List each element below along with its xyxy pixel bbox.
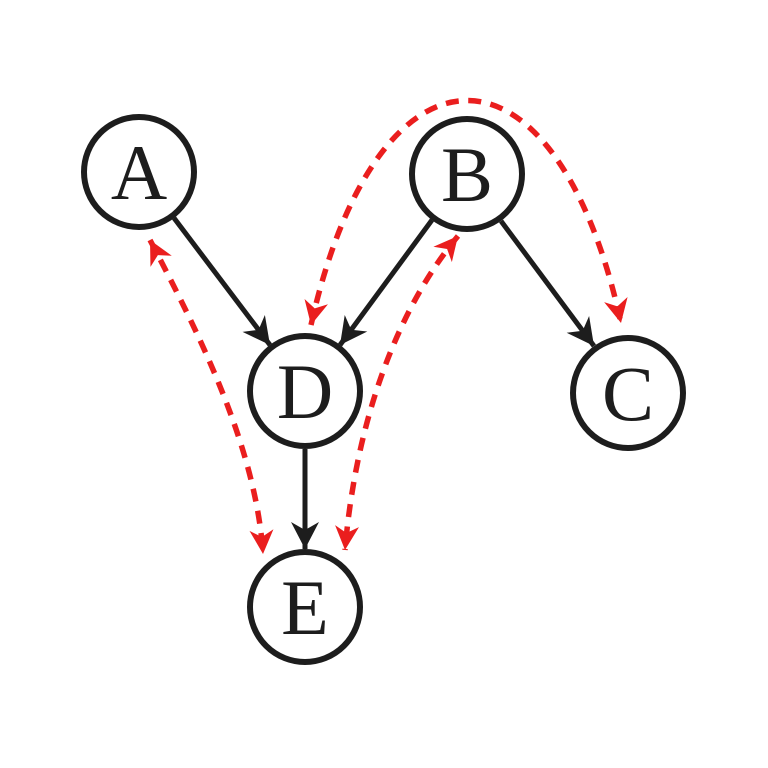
node-B: B — [409, 116, 525, 232]
node-E: E — [247, 549, 363, 665]
node-A: A — [81, 114, 197, 230]
node-layer: A B C D E — [81, 114, 686, 665]
node-A-label: A — [111, 129, 167, 216]
node-C-label: C — [602, 350, 654, 437]
node-D-circle — [247, 333, 363, 449]
dashed-edge-A-E — [147, 238, 274, 555]
solid-edge-B-C — [498, 219, 597, 348]
node-B-label: B — [441, 131, 493, 218]
node-E-circle — [247, 549, 363, 665]
node-D: D — [247, 333, 363, 449]
node-A-circle — [81, 114, 197, 230]
node-D-label: D — [277, 348, 333, 435]
node-B-circle — [409, 116, 525, 232]
edge-layer — [147, 97, 628, 555]
solid-edge-A-D — [172, 216, 272, 347]
node-C-circle — [570, 335, 686, 451]
node-E-label: E — [281, 564, 329, 651]
dashed-edge-D-C — [304, 97, 628, 326]
node-C: C — [570, 335, 686, 451]
solid-edge-B-D — [337, 218, 435, 347]
